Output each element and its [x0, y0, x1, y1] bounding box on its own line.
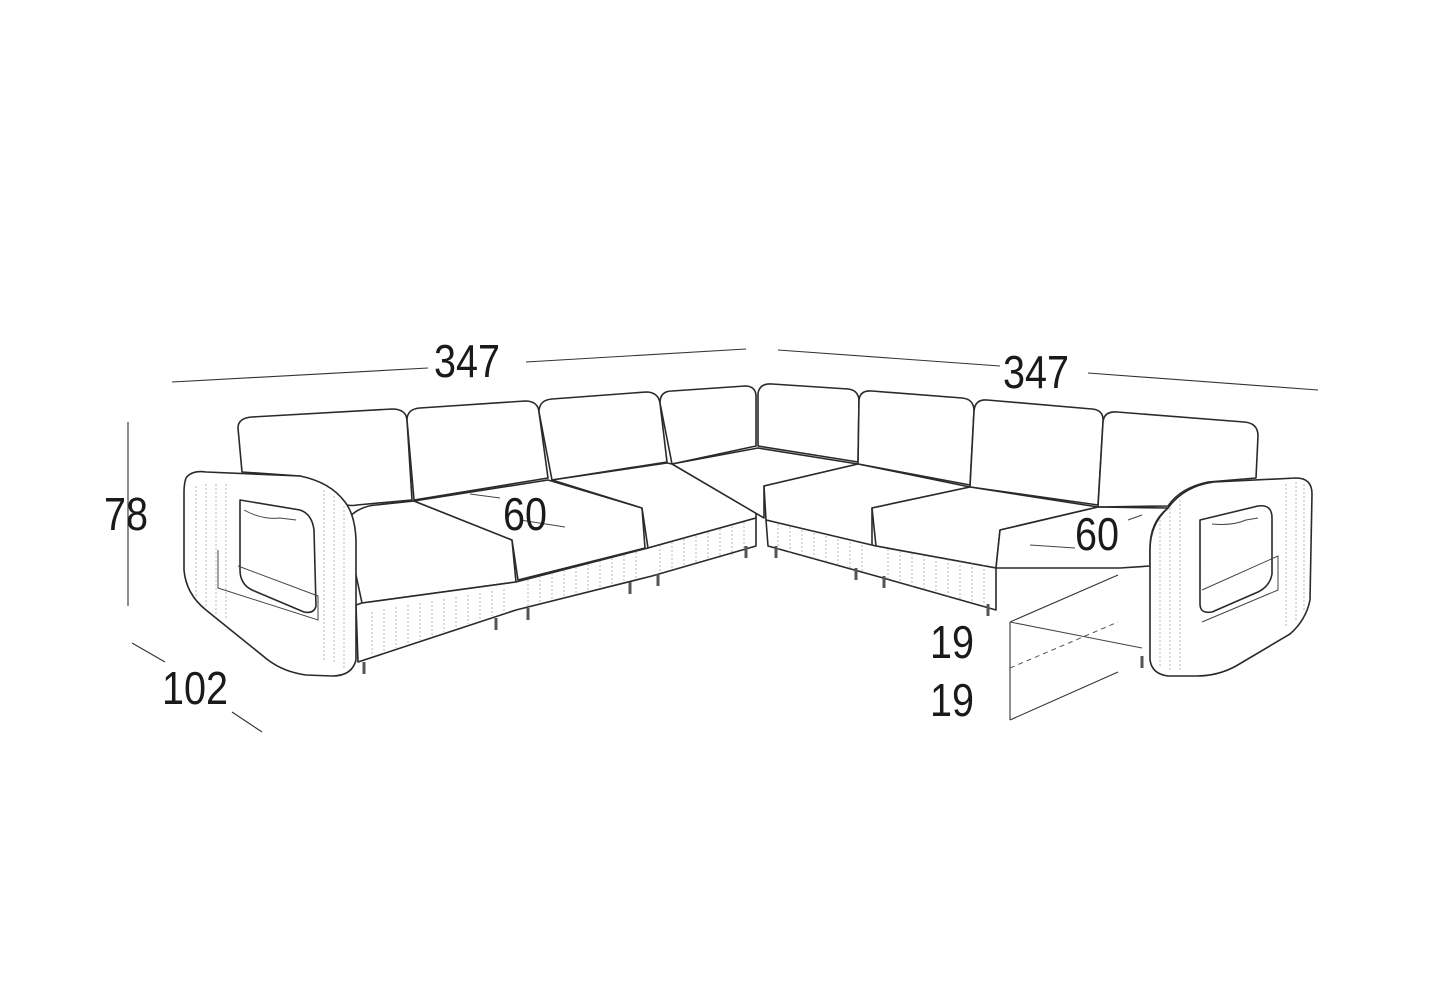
depth-label: 102 — [162, 663, 228, 714]
width-right-label: 347 — [1003, 347, 1069, 398]
right-armrest-cushion-pad — [1211, 517, 1259, 525]
back-cushion-7 — [969, 399, 1104, 506]
seat-depth-right-tick-b — [1127, 514, 1143, 521]
back-cushion-8 — [1097, 411, 1259, 508]
seat-cushion-4 — [671, 447, 859, 519]
leg-height-base-line — [1009, 671, 1119, 721]
right-armrest-opening — [1199, 504, 1273, 614]
left-armrest-weave — [195, 484, 345, 668]
leg-height-label: 19 — [930, 675, 974, 726]
width-left-line-a — [171, 367, 429, 383]
seat-depth-left-tick — [469, 493, 501, 499]
base-right-run — [765, 519, 997, 611]
seat-height-top-line — [1009, 574, 1119, 623]
left-armrest-cushion-pad — [243, 509, 297, 521]
left-armrest-opening — [239, 499, 317, 614]
dimension-lines — [127, 348, 1319, 733]
back-cushion-4 — [659, 385, 757, 465]
left-armrest-inner-bar — [217, 550, 319, 621]
right-armrest-inner-bar — [1201, 555, 1279, 623]
width-right-line-a — [777, 349, 1001, 367]
seat-depth-left-label: 60 — [503, 489, 547, 540]
sofa-illustration — [183, 383, 1313, 677]
depth-line-a — [131, 642, 166, 663]
width-right-line-b — [1087, 372, 1319, 391]
seat-projection-line — [1009, 621, 1143, 649]
base-right-weave — [777, 524, 985, 607]
seat-depth-right-tick — [1029, 544, 1076, 549]
height-label: 78 — [104, 489, 148, 540]
base-left-weave — [371, 522, 745, 656]
seat-height-mid-dash — [1009, 621, 1119, 669]
width-left-line-b — [525, 348, 747, 363]
depth-line-b — [231, 711, 263, 733]
dimension-labels: 347 347 78 102 60 60 19 19 — [104, 336, 1119, 726]
seat-depth-left-tick-b — [519, 519, 566, 528]
seat-height-label: 19 — [930, 617, 974, 668]
width-left-label: 347 — [434, 336, 500, 387]
right-armrest-weave — [1159, 482, 1305, 672]
seat-depth-right-label: 60 — [1075, 509, 1119, 560]
